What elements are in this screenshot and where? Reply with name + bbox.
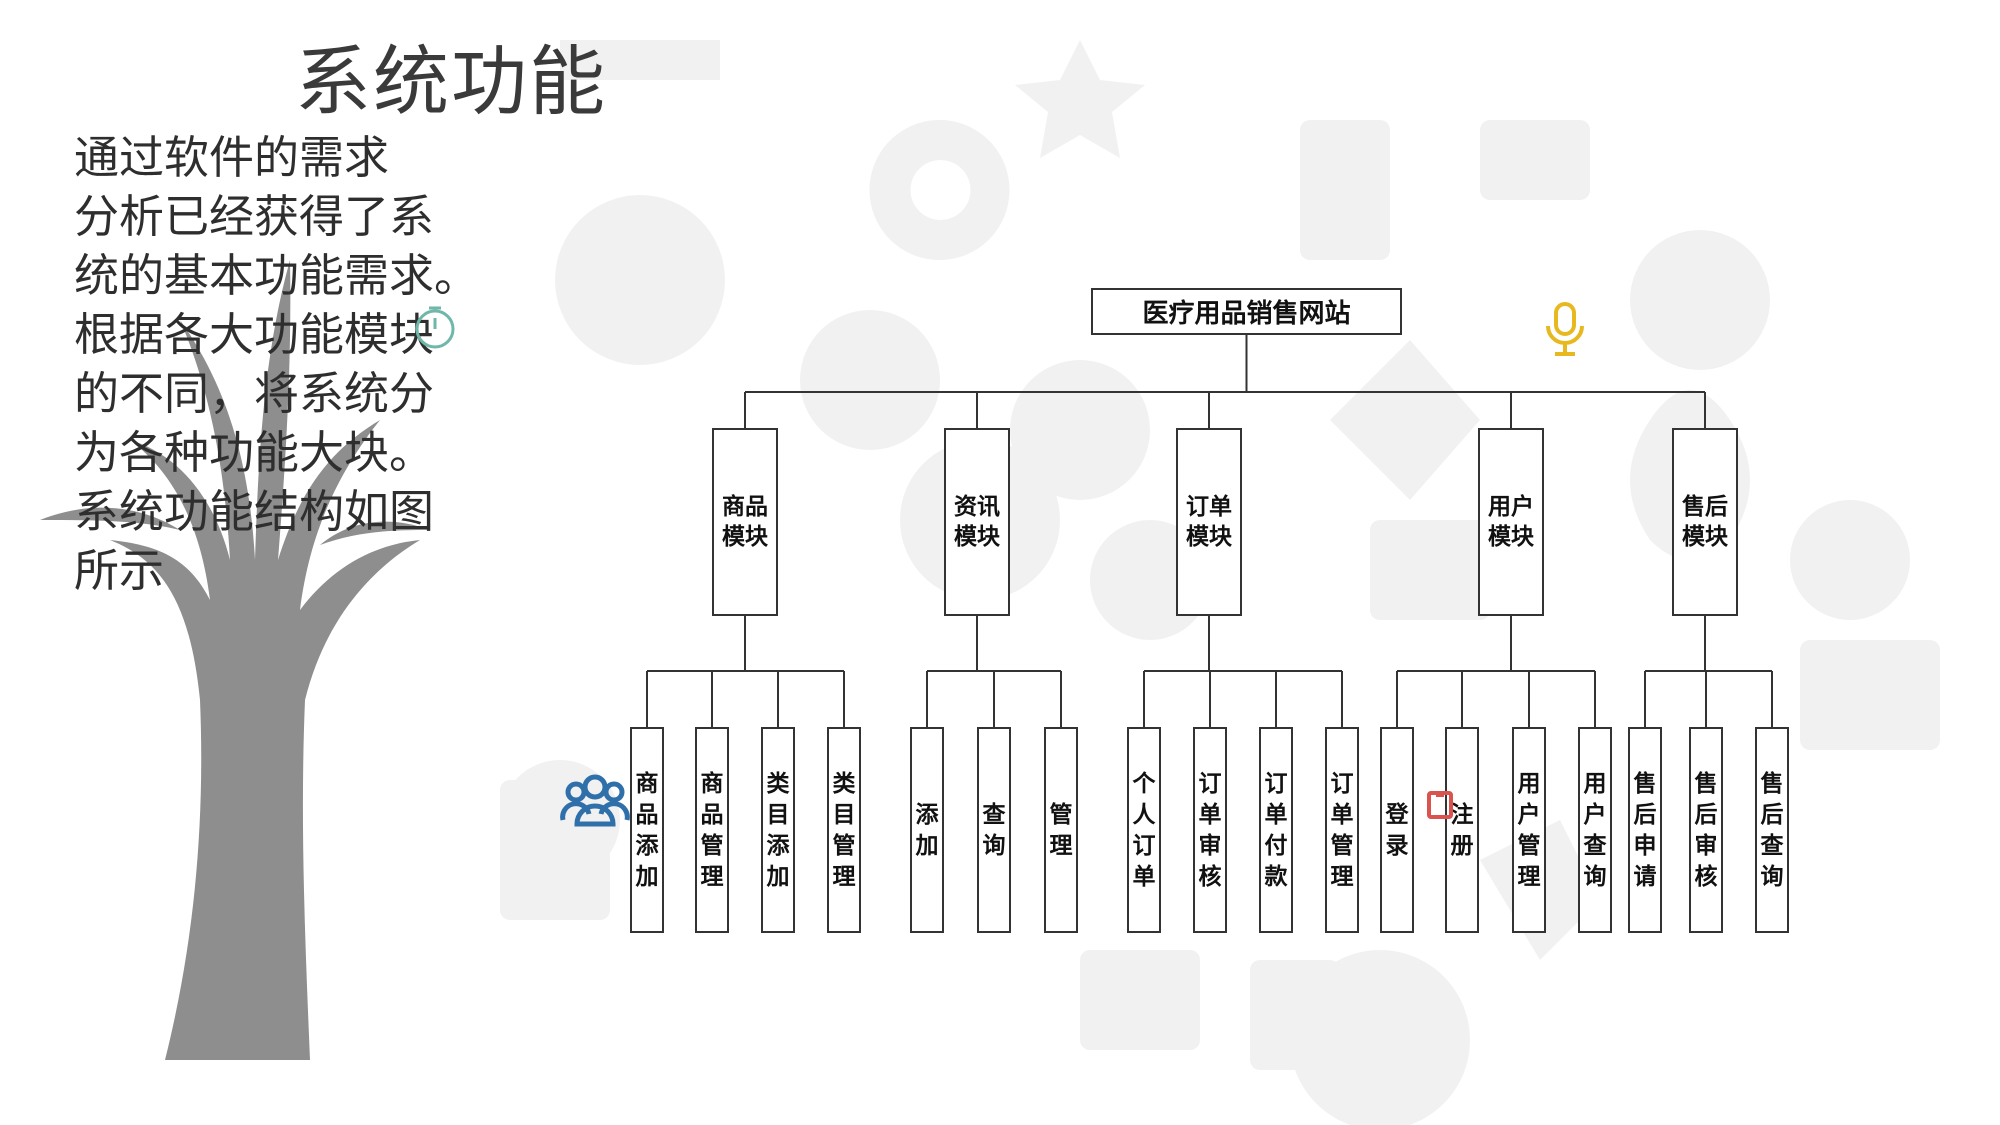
leaf-node: 用户管理	[1512, 727, 1546, 933]
leaf-node-label: 类目管理	[832, 770, 856, 890]
leaf-node: 类目管理	[827, 727, 861, 933]
leaf-node-label: 个人订单	[1132, 770, 1156, 890]
slide-title: 系统功能	[295, 37, 607, 126]
globe-icon	[555, 195, 725, 365]
leaf-node-label: 注册	[1450, 801, 1474, 859]
leaf-node-label: 添加	[915, 801, 939, 859]
leaf-node: 订单审核	[1193, 727, 1227, 933]
body-text-line: 统的基本功能需求。	[74, 249, 480, 302]
body-text-line: 的不同，将系统分	[74, 367, 435, 420]
leaf-node: 订单付款	[1259, 727, 1293, 933]
mail-icon	[1480, 120, 1590, 200]
bg-bubble-icon	[1790, 500, 1910, 620]
star-icon	[1015, 40, 1145, 158]
body-text-line: 系统功能结构如图	[74, 485, 435, 538]
leaf-node-label: 订单管理	[1330, 770, 1354, 890]
leaf-node: 售后查询	[1755, 727, 1789, 933]
leaf-node-label: 类目添加	[766, 770, 790, 890]
body-text-line: 所示	[74, 544, 165, 597]
leaf-node: 注册	[1445, 727, 1479, 933]
leaf-node-label: 用户查询	[1583, 770, 1607, 890]
leaf-node: 售后审核	[1689, 727, 1723, 933]
tree-trunk	[110, 260, 420, 1060]
chat-icon	[1370, 520, 1490, 620]
module-node: 商品模块	[712, 428, 778, 616]
leaf-node: 商品添加	[630, 727, 664, 933]
module-node: 用户模块	[1478, 428, 1544, 616]
leaf-node-label: 商品管理	[700, 770, 724, 890]
body-text-line: 分析已经获得了系	[74, 190, 435, 243]
people-icon	[560, 774, 630, 827]
timer-icon	[415, 306, 455, 349]
diamond-icon	[1330, 340, 1480, 500]
leaf-node: 售后申请	[1628, 727, 1662, 933]
leaf-node: 类目添加	[761, 727, 795, 933]
tablet-icon	[1300, 120, 1390, 260]
leaf-node-label: 用户管理	[1517, 770, 1541, 890]
leaf-node: 登录	[1380, 727, 1414, 933]
box-icon	[1250, 960, 1340, 1070]
module-node-label: 订单模块	[1186, 493, 1232, 550]
body-text-line: 根据各大功能模块	[74, 308, 435, 361]
slide-body-text: 通过软件的需求 分析已经获得了系 统的基本功能需求。 根据各大功能模块 的不同，…	[74, 128, 494, 600]
leaf-node: 添加	[910, 727, 944, 933]
leaf-node: 用户查询	[1578, 727, 1612, 933]
module-node-label: 用户模块	[1488, 493, 1534, 550]
body-text-line: 通过软件的需求	[74, 131, 390, 184]
bg-bubble-icon	[800, 310, 940, 450]
microphone-icon	[1546, 302, 1584, 356]
leaf-node-label: 管理	[1049, 801, 1073, 859]
leaf-node: 个人订单	[1127, 727, 1161, 933]
module-node-label: 售后模块	[1682, 493, 1728, 550]
module-node: 售后模块	[1672, 428, 1738, 616]
leaf-node-label: 查询	[982, 801, 1006, 859]
module-node-label: 资讯模块	[954, 493, 1000, 550]
leaf-node-label: 售后申请	[1633, 770, 1657, 890]
phone-icon	[500, 780, 610, 920]
tree-branch	[320, 521, 430, 545]
newspaper-icon	[1800, 640, 1940, 750]
root-node: 医疗用品销售网站	[1091, 288, 1402, 335]
leaf-node-label: 订单付款	[1264, 770, 1288, 890]
refresh-icon	[869, 120, 1010, 260]
leaf-node: 管理	[1044, 727, 1078, 933]
leaf-node: 商品管理	[695, 727, 729, 933]
body-text-line: 为各种功能大块。	[74, 426, 435, 479]
leaf-node-label: 商品添加	[635, 770, 659, 890]
module-node: 资讯模块	[944, 428, 1010, 616]
leaf-node-label: 登录	[1385, 801, 1409, 859]
leaf-node-label: 订单审核	[1198, 770, 1222, 890]
module-node: 订单模块	[1176, 428, 1242, 616]
leaf-node-label: 售后审核	[1694, 770, 1718, 890]
root-node-label: 医疗用品销售网站	[1142, 299, 1351, 329]
leaf-node: 订单管理	[1325, 727, 1359, 933]
tree-branch	[40, 507, 180, 530]
bg-bubble-icon	[1010, 360, 1150, 500]
leaf-node-label: 售后查询	[1760, 770, 1784, 890]
target-icon	[1630, 230, 1770, 370]
module-node-label: 商品模块	[722, 493, 768, 550]
bar-icon	[560, 40, 720, 80]
envelope-icon	[1080, 950, 1200, 1050]
register-mark-icon	[1427, 791, 1453, 819]
leaf-node: 查询	[977, 727, 1011, 933]
